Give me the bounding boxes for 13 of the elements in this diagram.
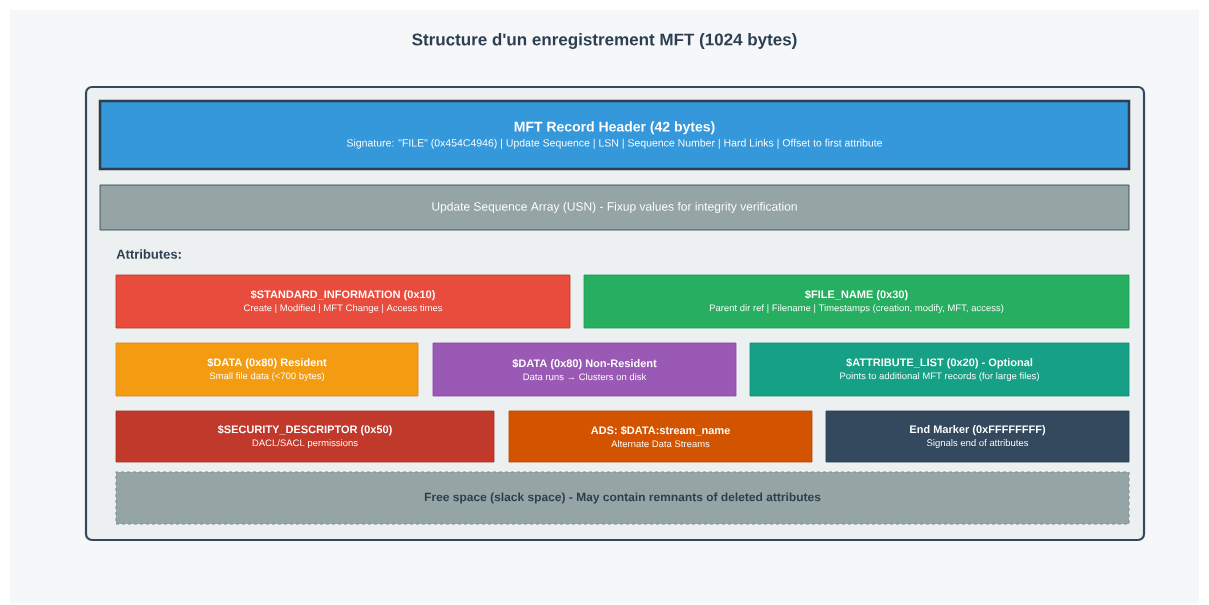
title: Structure d'un enregistrement MFT (1024 bytes) bbox=[412, 33, 797, 49]
header-box: MFT Record Header (42 bytes) Signature: "FILE" (0x454C4946) | Update Sequence | LSN | Sequence Number | Hard Links | Offset to first attribute bbox=[98, 99, 1131, 171]
attribute-box: $DATA (0x80) Non-Resident Data runs → Clusters on disk bbox=[432, 342, 737, 397]
attribute-box: $FILE_NAME (0x30) Parent dir ref | Filename | Timestamps (creation, modify, MFT, access) bbox=[583, 274, 1130, 329]
section-heading: Attributes: bbox=[116, 249, 181, 259]
attribute-box: End Marker (0xFFFFFFFF) Signals end of attributes bbox=[825, 410, 1130, 463]
attribute-box: $DATA (0x80) Resident Small file data (<700 bytes) bbox=[115, 342, 419, 397]
attribute-box: $STANDARD_INFORMATION (0x10) Create | Modified | MFT Change | Access times bbox=[115, 274, 571, 329]
free-space-box: Free space (slack space) - May contain remnants of deleted attributes bbox=[115, 471, 1130, 525]
attribute-box: $SECURITY_DESCRIPTOR (0x50) DACL/SACL permissions bbox=[115, 410, 495, 463]
attribute-box: ADS: $DATA:stream_name Alternate Data Streams bbox=[508, 410, 813, 463]
array-box: Update Sequence Array (USN) - Fixup values for integrity verification bbox=[99, 184, 1130, 231]
attribute-box: $ATTRIBUTE_LIST (0x20) - Optional Points to additional MFT records (for large files) bbox=[749, 342, 1130, 397]
